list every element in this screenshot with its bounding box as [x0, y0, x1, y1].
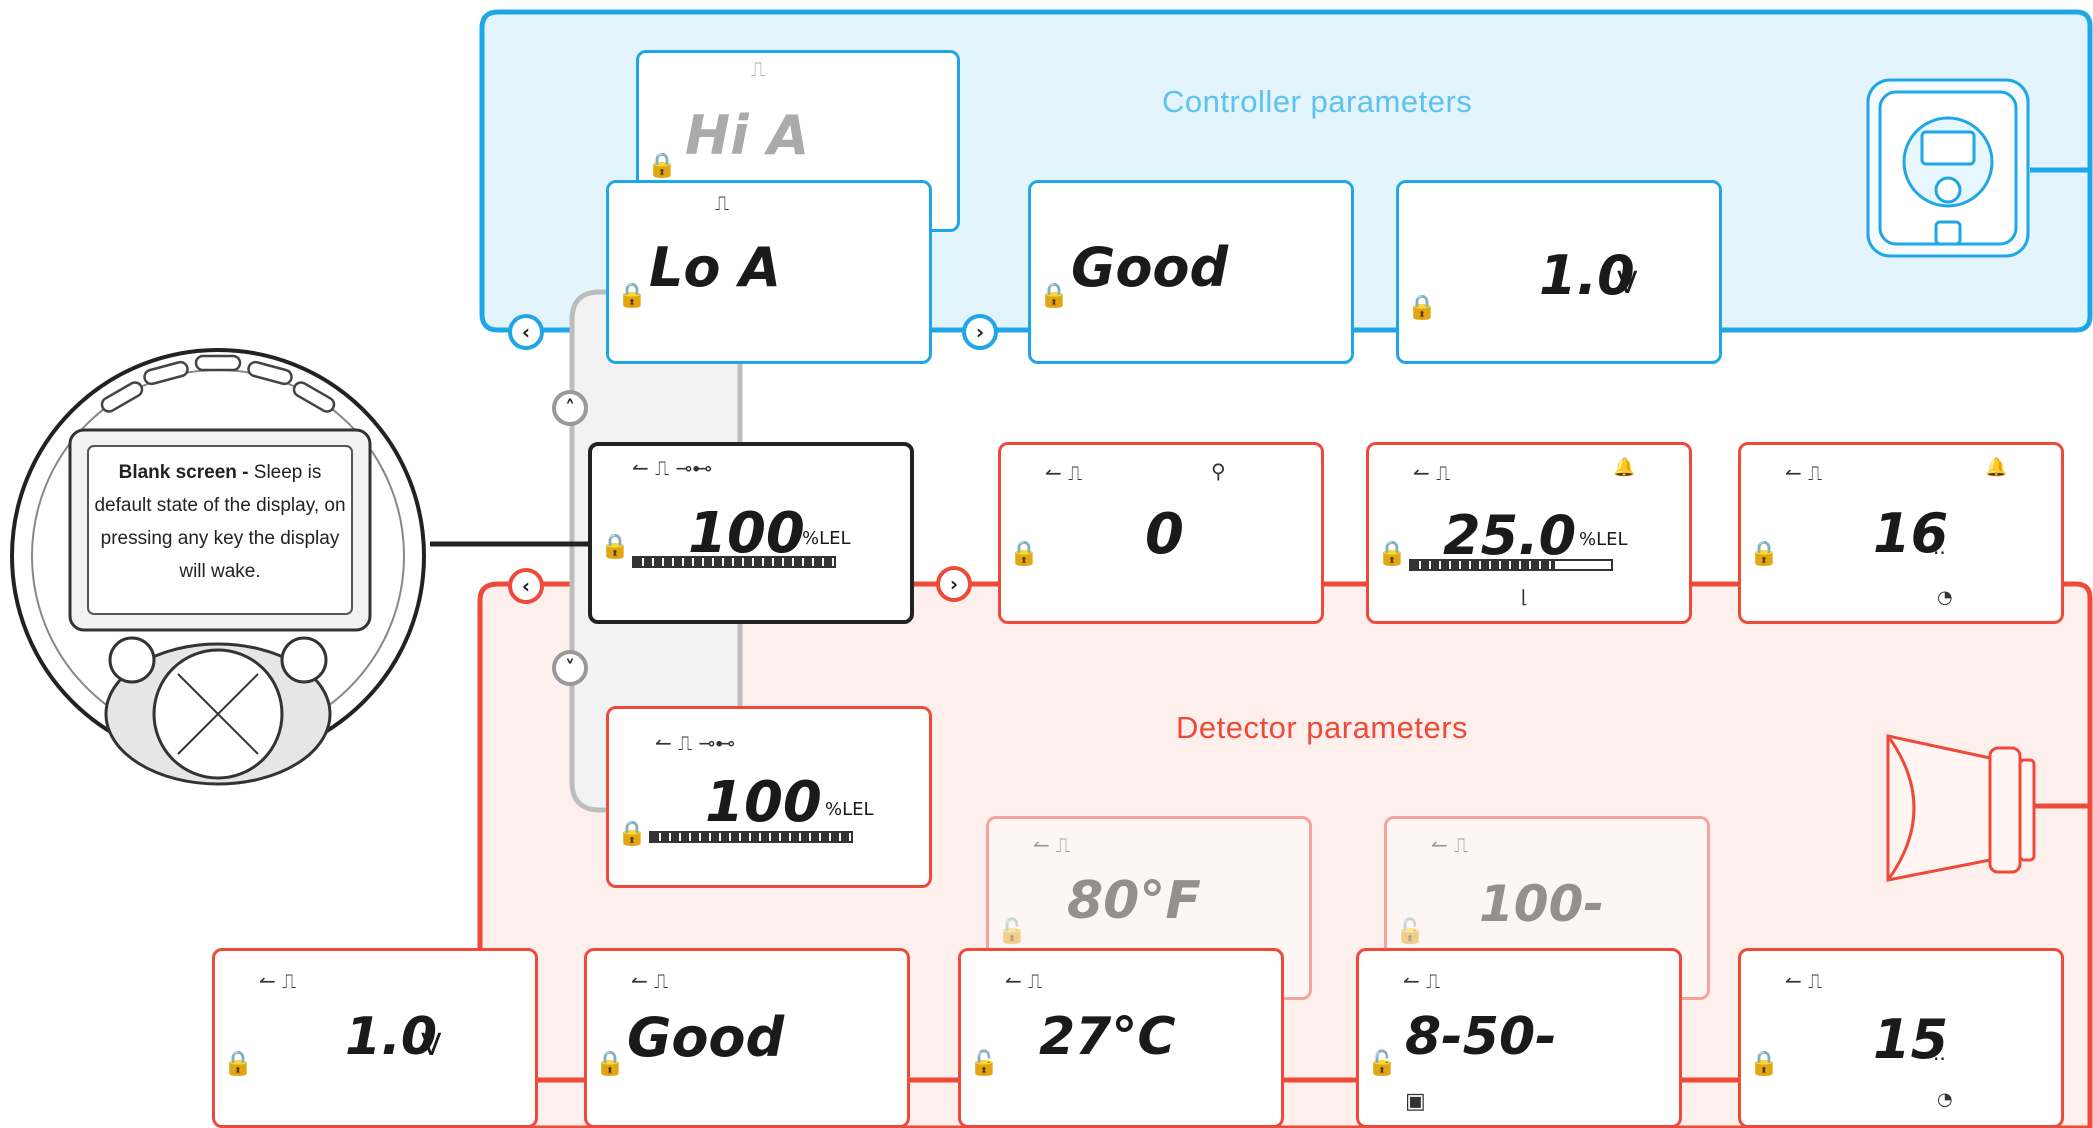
lock-icon: 🔒 — [1377, 539, 1407, 567]
clock-icon: ◔ — [1937, 587, 1953, 608]
clock-icon: ◔ — [1937, 1089, 1953, 1110]
timer-value: 15 — [1873, 1008, 1949, 1071]
main-reading-value: 100 — [688, 501, 805, 566]
lcd-zero-reading[interactable]: ↼ ⎍ ⚲ 0 🔒 — [998, 442, 1324, 624]
scroll-up-button[interactable]: ˄ — [552, 390, 588, 426]
main-reading-copy-value: 100 — [705, 770, 822, 835]
lock-icon: 🔒 — [1749, 539, 1779, 567]
unlock-icon: 🔓 — [1395, 917, 1425, 945]
calibration-date-value: 8-50- — [1405, 1007, 1557, 1067]
detector-voltage-unit: V — [421, 1028, 442, 1063]
alarm-bell-icon: 🔔 — [1613, 457, 1636, 478]
sleep-callout: Blank screen - Sleep is default state of… — [94, 456, 346, 588]
sleep-device-illustration — [10, 348, 426, 786]
lcd-temp-celsius[interactable]: ↼ ⎍ 27°C 🔓 — [958, 948, 1284, 1128]
lcd-span-gas[interactable]: ↼ ⎍ 🔔 25.0 %LEL ⌊ 🔒 — [1366, 442, 1692, 624]
temp-fahrenheit-value: 80°F — [1067, 871, 1201, 931]
detector-parameters-title: Detector parameters — [1176, 710, 1469, 745]
zero-reading-value: 0 — [1145, 502, 1184, 567]
unlock-icon: 🔓 — [969, 1049, 999, 1077]
controller-parameters-title: Controller parameters — [1162, 84, 1473, 119]
main-reading-copy-unit: %LEL — [825, 799, 874, 820]
level-bar-fill — [634, 558, 834, 566]
lock-icon: 🔒 — [595, 1049, 625, 1077]
lock-icon: 🔒 — [617, 819, 647, 847]
lcd-timer[interactable]: ↼ ⎍ 15 .. ◔ 🔒 — [1738, 948, 2064, 1128]
status-icons: ↼ ⎍ — [631, 969, 669, 993]
lcd-main-reading-copy[interactable]: ↼ ⎍ ⊸⊷ 100 %LEL 🔒 — [606, 706, 932, 888]
timer-unit: .. — [1933, 1041, 1946, 1065]
alarm-bell-icon: 🔔 — [1985, 457, 2008, 478]
detector-device-illustration — [1886, 734, 2036, 882]
status-icons: ↼ ⎍ ⊸⊷ — [655, 731, 736, 755]
lock-icon: 🔒 — [1009, 539, 1039, 567]
detector-prev-button[interactable]: ‹ — [508, 568, 544, 604]
lo-alarm-value: Lo A — [649, 236, 782, 299]
level-bar — [649, 831, 853, 843]
status-icons: ↼ ⎍ — [1785, 461, 1823, 485]
temp-celsius-value: 27°C — [1039, 1007, 1176, 1067]
lock-icon: 🔒 — [1407, 293, 1437, 321]
status-icons: ↼ ⎍ — [1033, 833, 1071, 857]
zero-icon: ⚲ — [1211, 459, 1226, 483]
detector-next-button[interactable]: › — [936, 566, 972, 602]
status-icons: ↼ ⎍ — [259, 969, 297, 993]
controller-next-button[interactable]: › — [962, 314, 998, 350]
relay-icon: ⎍ — [751, 57, 765, 81]
status-icons: ↼ ⎍ — [1413, 461, 1451, 485]
controller-status-value: Good — [1071, 236, 1229, 299]
status-icons: ↼ ⎍ — [1785, 969, 1823, 993]
main-reading-unit: %LEL — [802, 528, 851, 549]
unlock-icon: 🔓 — [1367, 1049, 1397, 1077]
controller-device-illustration — [1866, 78, 2030, 258]
calendar-icon: ▣ — [1405, 1089, 1426, 1114]
detector-voltage-value: 1.0 — [345, 1007, 438, 1067]
relay-icon: ⎍ — [715, 191, 729, 215]
lcd-detector-status[interactable]: ↼ ⎍ Good 🔒 — [584, 948, 910, 1128]
callout-text: Sleep is default state of the display, o… — [94, 462, 346, 582]
alarm-delay-value: 16 — [1873, 502, 1949, 565]
callout-bold: Blank screen - — [118, 462, 249, 483]
lcd-detector-voltage[interactable]: ↼ ⎍ 1.0 V 🔒 — [212, 948, 538, 1128]
unlock-icon: 🔓 — [997, 917, 1027, 945]
span-gas-unit: %LEL — [1579, 529, 1628, 550]
lock-icon: 🔒 — [647, 151, 677, 179]
hi-alarm-value: Hi A — [685, 104, 810, 167]
calibration-ghost-value: 100- — [1479, 875, 1605, 933]
detector-status-value: Good — [627, 1006, 785, 1069]
status-icons: ↼ ⎍ — [1403, 969, 1441, 993]
controller-voltage-unit: V — [1617, 266, 1638, 301]
status-icons: ↼ ⎍ — [1045, 461, 1083, 485]
level-bar — [1409, 559, 1613, 571]
span-gas-value: 25.0 — [1443, 504, 1577, 567]
lock-icon: 🔒 — [600, 532, 630, 560]
lock-icon: 🔒 — [1749, 1049, 1779, 1077]
status-icons: ↼ ⎍ ⊸⊷ — [632, 456, 713, 480]
status-icons: ↼ ⎍ — [1431, 833, 1469, 857]
controller-voltage-value: 1.0 — [1539, 244, 1635, 307]
lock-icon: 🔒 — [617, 281, 647, 309]
lcd-calibration-date[interactable]: ↼ ⎍ 8-50- ▣ 🔓 — [1356, 948, 1682, 1128]
lock-icon: 🔒 — [223, 1049, 253, 1077]
lcd-main-reading[interactable]: ↼ ⎍ ⊸⊷ 100 %LEL 🔒 — [588, 442, 914, 624]
alarm-delay-unit: .. — [1933, 535, 1946, 559]
status-icons: ↼ ⎍ — [1005, 969, 1043, 993]
lcd-alarm-delay[interactable]: ↼ ⎍ 🔔 16 .. ◔ 🔒 — [1738, 442, 2064, 624]
lcd-lo-alarm[interactable]: ⎍ Lo A 🔒 — [606, 180, 932, 364]
controller-prev-button[interactable]: ‹ — [508, 314, 544, 350]
lcd-controller-voltage[interactable]: 1.0 V 🔒 — [1396, 180, 1722, 364]
calibration-icon: ⌊ — [1521, 587, 1529, 608]
level-bar — [632, 556, 836, 568]
lcd-controller-status[interactable]: Good 🔒 — [1028, 180, 1354, 364]
level-bar-fill — [651, 833, 851, 841]
level-bar-fill — [1411, 561, 1555, 569]
lock-icon: 🔒 — [1039, 281, 1069, 309]
scroll-down-button[interactable]: ˅ — [552, 650, 588, 686]
